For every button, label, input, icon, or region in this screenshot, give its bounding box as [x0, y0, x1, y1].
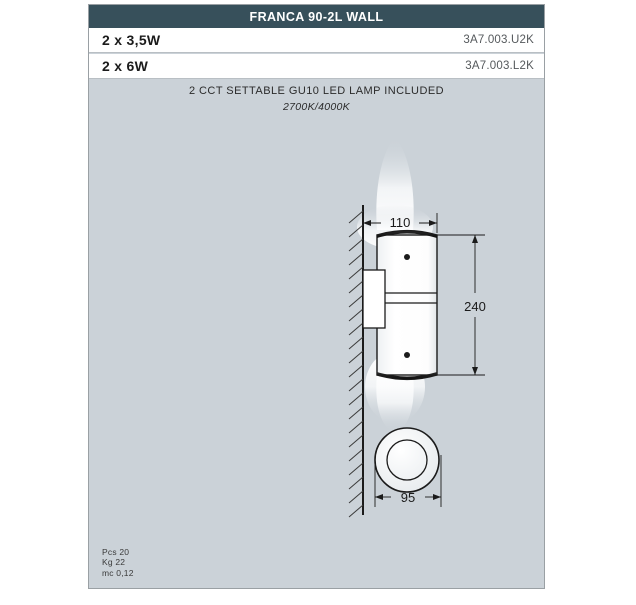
- width-arrow-left: [363, 220, 371, 226]
- upper-lamp-center-dot: [404, 254, 410, 260]
- bottom-view-outer-circle: [374, 427, 440, 493]
- variant-power-label: 2 x 6W: [102, 58, 149, 74]
- table-row: 2 x 3,5W 3A7.003.U2K: [89, 28, 544, 53]
- bottom-view-inner-circle: [386, 439, 428, 481]
- depth-dimension-label: 95: [401, 490, 415, 505]
- height-dimension-label: 240: [464, 299, 486, 314]
- product-title-bar: FRANCA 90-2L WALL: [89, 5, 544, 28]
- height-arrow-top: [472, 235, 478, 243]
- variant-code-label: 3A7.003.L2K: [465, 60, 534, 72]
- packing-info: Pcs 20 Kg 22 mc 0,12: [102, 547, 134, 579]
- wall-mounting-bracket: [362, 269, 386, 329]
- depth-arrow-left: [375, 494, 383, 500]
- packing-volume: mc 0,12: [102, 567, 134, 578]
- page-title: FRANCA 90-2L WALL: [249, 9, 384, 24]
- top-cap: [377, 230, 437, 238]
- luminaire-body: [376, 234, 438, 376]
- packing-weight: Kg 22: [102, 557, 126, 567]
- depth-arrow-right: [433, 494, 441, 500]
- color-temperature: 2700K/4000K: [283, 101, 350, 113]
- lamp-note: 2 CCT SETTABLE GU10 LED LAMP INCLUDED: [188, 85, 445, 97]
- variant-code-label: 3A7.003.U2K: [463, 34, 534, 46]
- packing-pieces: Pcs 20: [102, 546, 130, 557]
- width-arrow-right: [429, 220, 437, 226]
- top-cap-edge: [376, 229, 438, 236]
- downward-light-spread: [376, 373, 414, 433]
- product-frame: FRANCA 90-2L WALL 2 x 3,5W 3A7.003.U2K 2…: [88, 4, 545, 589]
- bottom-cap: [377, 372, 437, 380]
- width-dimension-label: 110: [390, 215, 411, 230]
- table-row: 2 x 6W 3A7.003.L2K: [89, 54, 544, 79]
- wall-hatching: [348, 210, 364, 518]
- bottom-cap-edge: [376, 374, 438, 381]
- height-arrow-bottom: [472, 367, 478, 375]
- lamp-info-block: 2 CCT SETTABLE GU10 LED LAMP INCLUDED 27…: [89, 85, 544, 113]
- technical-drawing: 110 240: [348, 137, 486, 518]
- variant-power-label: 2 x 3,5W: [102, 32, 161, 48]
- lower-lamp-center-dot: [404, 352, 410, 358]
